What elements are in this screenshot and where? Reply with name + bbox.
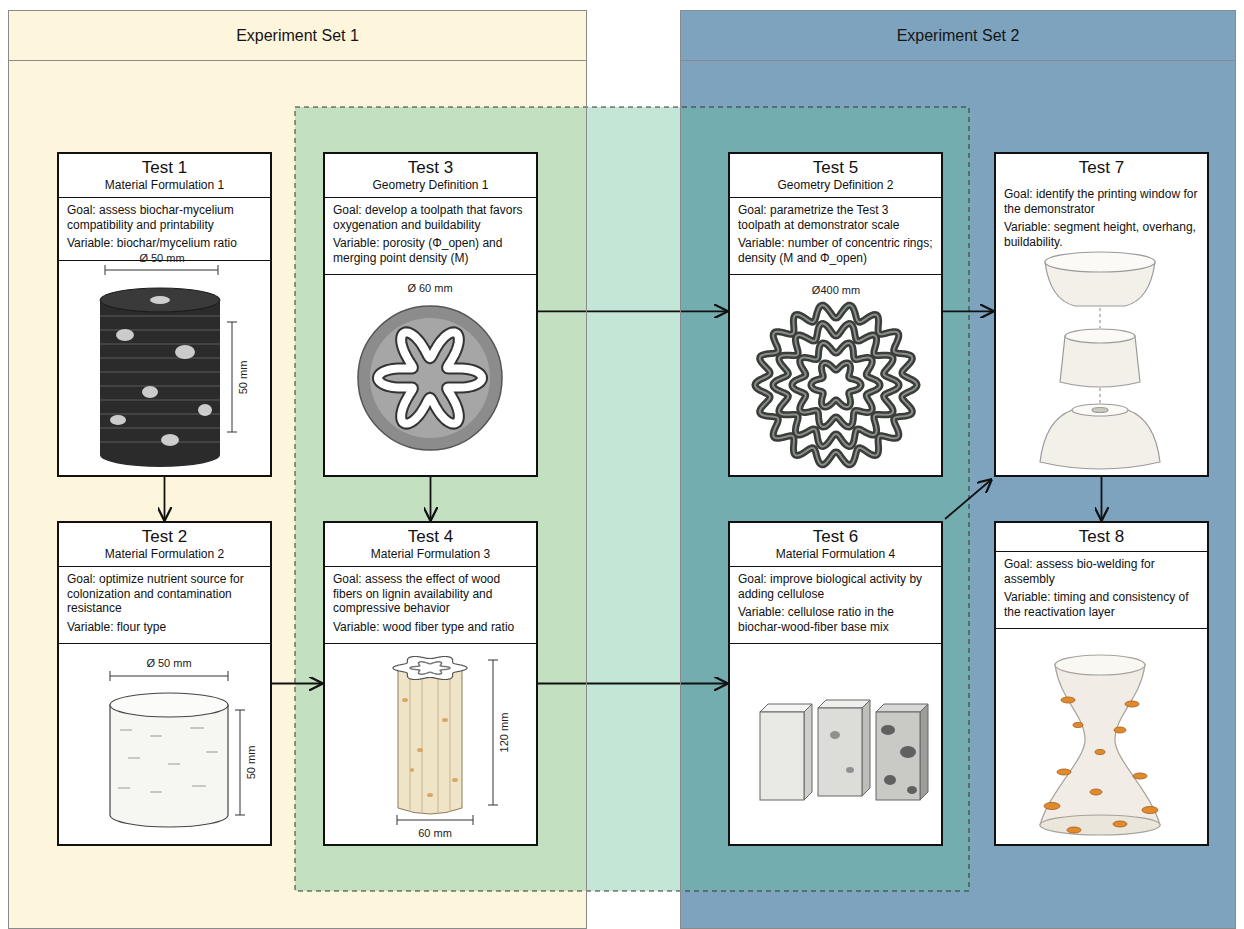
test-description: Goal: parametrize the Test 3 toolpath at… [738, 203, 933, 232]
stacked-segments [1040, 252, 1160, 469]
test-description: Variable: wood fiber type and ratio [333, 620, 528, 635]
card-header: Test 5Geometry Definition 2 [730, 154, 941, 198]
fiber-column [393, 657, 467, 815]
test-title: Test 7 [1002, 158, 1201, 178]
flow-arrow [538, 310, 728, 312]
card-header: Test 3Geometry Definition 1 [325, 154, 536, 198]
test-description: Goal: optimize nutrient source for colon… [67, 572, 262, 616]
card-body: Goal: assess biochar-mycelium compatibil… [59, 198, 270, 261]
dimension-label: 50 mm [246, 745, 259, 779]
test-description: Variable: timing and consistency of the … [1004, 590, 1199, 619]
test-description: Goal: assess biochar-mycelium compatibil… [67, 203, 262, 232]
flow-arrow [1101, 477, 1103, 521]
band-heading: Experiment Set 1 [9, 11, 586, 61]
flow-arrow [164, 477, 166, 521]
test-subtitle: Material Formulation 2 [65, 547, 264, 562]
test-description: Variable: biochar/mycelium ratio [67, 236, 262, 251]
test-description: Variable: segment height, overhang, buil… [1004, 220, 1199, 249]
card-header: Test 1Material Formulation 1 [59, 154, 270, 198]
bio-welded-stool [1040, 655, 1160, 835]
card-body: Goal: assess bio-welding for assemblyVar… [996, 552, 1207, 629]
card-body: Goal: develop a toolpath that favors oxy… [325, 198, 536, 275]
test-title: Test 8 [1002, 527, 1201, 547]
test-subtitle: Geometry Definition 2 [736, 178, 935, 193]
test-description: Variable: number of concentric rings; de… [738, 236, 933, 265]
test-card: Test 2Material Formulation 2 Goal: optimi… [57, 521, 272, 846]
dashed-region [295, 107, 969, 891]
experiment-band: Experiment Set 1Test 1Material Formulati… [8, 10, 587, 929]
test-title: Test 3 [331, 158, 530, 178]
card-header: Test 2Material Formulation 2 [59, 523, 270, 567]
test-card: Test 8 Goal: assess bio-welding for assem… [994, 521, 1209, 846]
card-body: Goal: improve biological activity by add… [730, 567, 941, 644]
test-title: Test 6 [736, 527, 935, 547]
test-card: Test 4Material Formulation 3 Goal: assess… [323, 521, 538, 846]
test-description: Goal: assess bio-welding for assembly [1004, 557, 1199, 586]
test-title: Test 1 [65, 158, 264, 178]
band-heading: Experiment Set 2 [681, 11, 1235, 61]
card-header: Test 4Material Formulation 3 [325, 523, 536, 567]
test-subtitle: Geometry Definition 1 [331, 178, 530, 193]
test-card: Test 3Geometry Definition 1 Goal: develop… [323, 152, 538, 477]
test-description: Variable: cellulose ratio in the biochar… [738, 605, 933, 634]
test-description: Variable: porosity (Φ_open) and merging … [333, 236, 528, 265]
card-body: Goal: identify the printing window for t… [996, 182, 1207, 258]
card-body: Goal: assess the effect of wood fibers o… [325, 567, 536, 644]
card-header: Test 6Material Formulation 4 [730, 523, 941, 567]
test-description: Goal: assess the effect of wood fibers o… [333, 572, 528, 616]
card-body: Goal: optimize nutrient source for colon… [59, 567, 270, 644]
dimension-label: Ø 60 mm [407, 282, 452, 295]
band-grounds [8, 10, 1236, 929]
test-card: Test 6Material Formulation 4 Goal: improv… [728, 521, 943, 846]
test-card: Test 7 Goal: identify the printing window… [994, 152, 1209, 477]
flow-arrow [430, 477, 432, 521]
experiment-band: Experiment Set 2 Test 5Geometry Definitio… [680, 10, 1236, 929]
test-title: Test 4 [331, 527, 530, 547]
flow-arrow [538, 683, 728, 685]
dimension-label: 60 mm [418, 827, 452, 840]
card-grounds [57, 152, 1209, 846]
test-description: Goal: identify the printing window for t… [1004, 187, 1199, 216]
flow-arrow [272, 683, 323, 685]
card-header: Test 7 [996, 154, 1207, 182]
card-body: Goal: parametrize the Test 3 toolpath at… [730, 198, 941, 275]
mycelium-cylinder [110, 693, 228, 827]
test-subtitle: Material Formulation 3 [331, 547, 530, 562]
flow-arrow [945, 479, 992, 519]
test-subtitle: Material Formulation 4 [736, 547, 935, 562]
card-header: Test 8 [996, 523, 1207, 552]
dimension-label: Ø 50 mm [139, 252, 184, 265]
test-description: Variable: flour type [67, 620, 262, 635]
lattice-disc [755, 305, 917, 465]
flow-arrow [943, 310, 994, 312]
test-subtitle: Material Formulation 1 [65, 178, 264, 193]
test-card: Test 1Material Formulation 1 Goal: assess… [57, 152, 272, 477]
test-description: Goal: develop a toolpath that favors oxy… [333, 203, 528, 232]
test-card: Test 5Geometry Definition 2 Goal: paramet… [728, 152, 943, 477]
dimension-label: Ø 50 mm [146, 657, 191, 670]
sample-blocks [760, 700, 928, 800]
dimension-label: 120 mm [499, 712, 512, 752]
dimension-label: 50 mm [238, 360, 251, 394]
toolpath-disc [358, 306, 502, 450]
test-title: Test 5 [736, 158, 935, 178]
dimension-label: Ø400 mm [812, 284, 860, 297]
biochar-cylinder [100, 288, 220, 467]
test-title: Test 2 [65, 527, 264, 547]
test-description: Goal: improve biological activity by add… [738, 572, 933, 601]
